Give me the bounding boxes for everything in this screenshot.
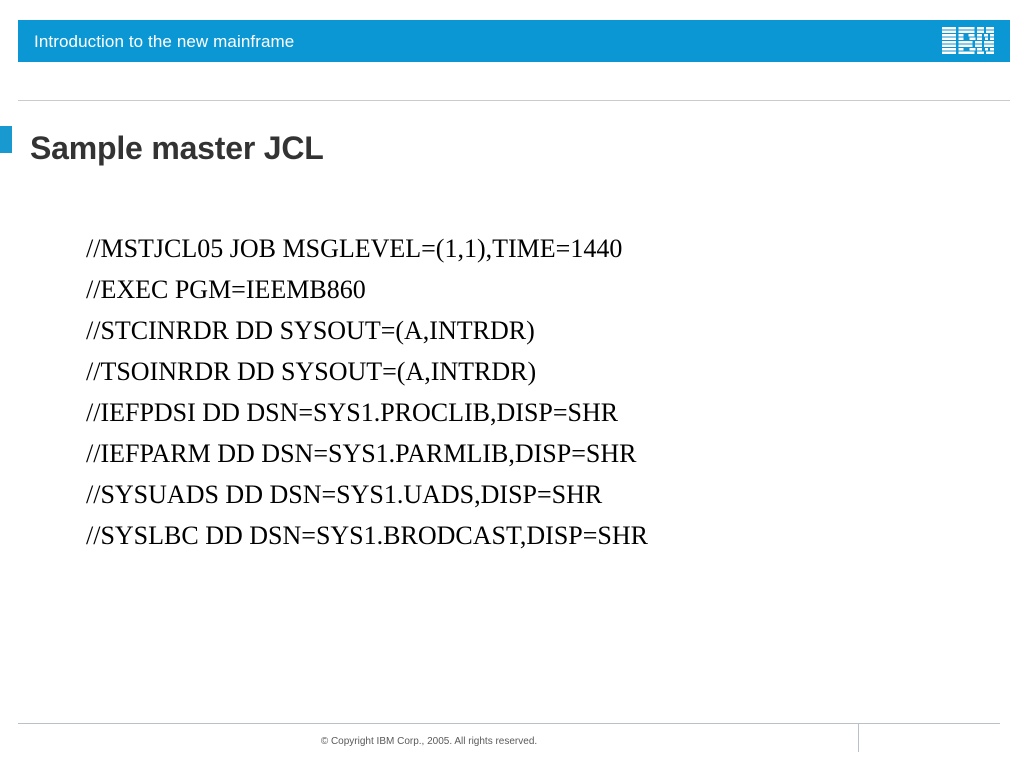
- jcl-line: //SYSUADS DD DSN=SYS1.UADS,DISP=SHR: [86, 480, 603, 509]
- jcl-line: //IEFPDSI DD DSN=SYS1.PROCLIB,DISP=SHR: [86, 398, 619, 427]
- accent-tab-marker: [0, 126, 12, 153]
- jcl-line: //MSTJCL05 JOB MSGLEVEL=(1,1),TIME=1440: [86, 234, 623, 263]
- jcl-line: //TSOINRDR DD SYSOUT=(A,INTRDR): [86, 357, 537, 386]
- jcl-line: //IEFPARM DD DSN=SYS1.PARMLIB,DISP=SHR: [86, 439, 637, 468]
- title-divider: [18, 100, 1010, 101]
- jcl-line: //STCINRDR DD SYSOUT=(A,INTRDR): [86, 316, 535, 345]
- jcl-code-block: //MSTJCL05 JOB MSGLEVEL=(1,1),TIME=1440 …: [86, 228, 906, 556]
- jcl-line: //SYSLBC DD DSN=SYS1.BRODCAST,DISP=SHR: [86, 521, 648, 550]
- ibm-logo-icon: [942, 27, 994, 54]
- footer-divider-vertical: [858, 724, 859, 752]
- jcl-line: //EXEC PGM=IEEMB860: [86, 275, 366, 304]
- copyright-notice: © Copyright IBM Corp., 2005. All rights …: [320, 736, 538, 747]
- footer-divider-horizontal: [18, 723, 1000, 724]
- page-title: Sample master JCL: [30, 130, 324, 167]
- header-banner: Introduction to the new mainframe: [18, 20, 1010, 62]
- header-title: Introduction to the new mainframe: [34, 31, 295, 51]
